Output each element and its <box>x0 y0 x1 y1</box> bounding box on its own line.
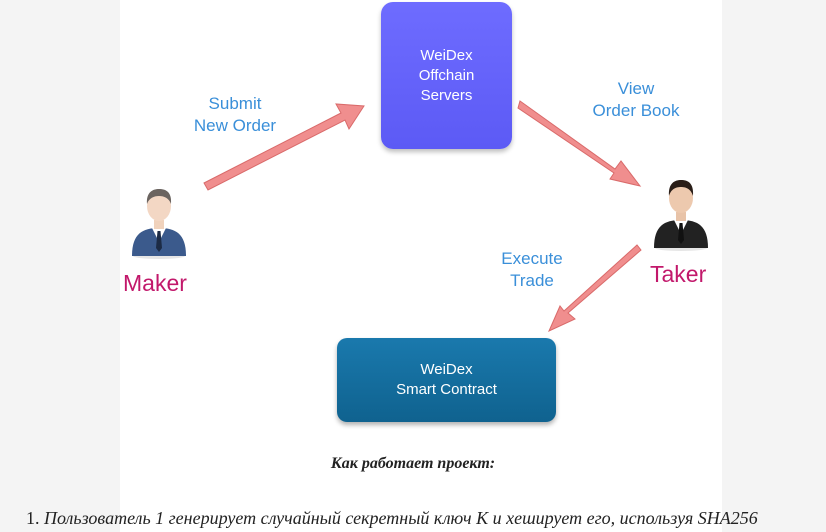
servers-line-3: Servers <box>420 86 473 104</box>
diagram-caption: Как работает проект: <box>330 455 496 472</box>
submit-label-line-2: New Order <box>193 116 277 135</box>
submit-order-arrow <box>203 103 365 191</box>
step-number: 1. <box>26 508 40 528</box>
taker-person-icon <box>654 180 708 251</box>
contract-line-1: WeiDex <box>420 361 473 378</box>
execute-label-line-2: Trade <box>510 271 554 290</box>
maker-person-icon <box>132 189 186 259</box>
view-label-line-1: View <box>617 79 655 98</box>
execute-label-line-1: Execute <box>501 249 563 268</box>
contract-line-2: Smart Contract <box>396 381 497 398</box>
view-order-book-label: View Order Book <box>578 78 694 122</box>
submit-order-label: Submit New Order <box>180 93 290 137</box>
execute-trade-arrow <box>548 244 642 333</box>
step-text: Пользователь 1 генерирует случайный секр… <box>44 508 758 528</box>
view-order-book-arrow <box>517 100 642 187</box>
servers-line-2: Offchain <box>418 66 475 84</box>
smart-contract-node: WeiDex Smart Contract <box>337 338 556 422</box>
servers-line-1: WeiDex <box>420 46 473 64</box>
taker-label: Taker <box>650 261 707 287</box>
maker-label: Maker <box>123 270 187 296</box>
offchain-servers-node: WeiDex Offchain Servers <box>381 2 512 149</box>
execute-trade-label: Execute Trade <box>482 248 582 292</box>
view-label-line-2: Order Book <box>592 101 680 120</box>
submit-label-line-1: Submit <box>208 94 262 113</box>
step-item: 1. Пользователь 1 генерирует случайный с… <box>26 508 826 529</box>
